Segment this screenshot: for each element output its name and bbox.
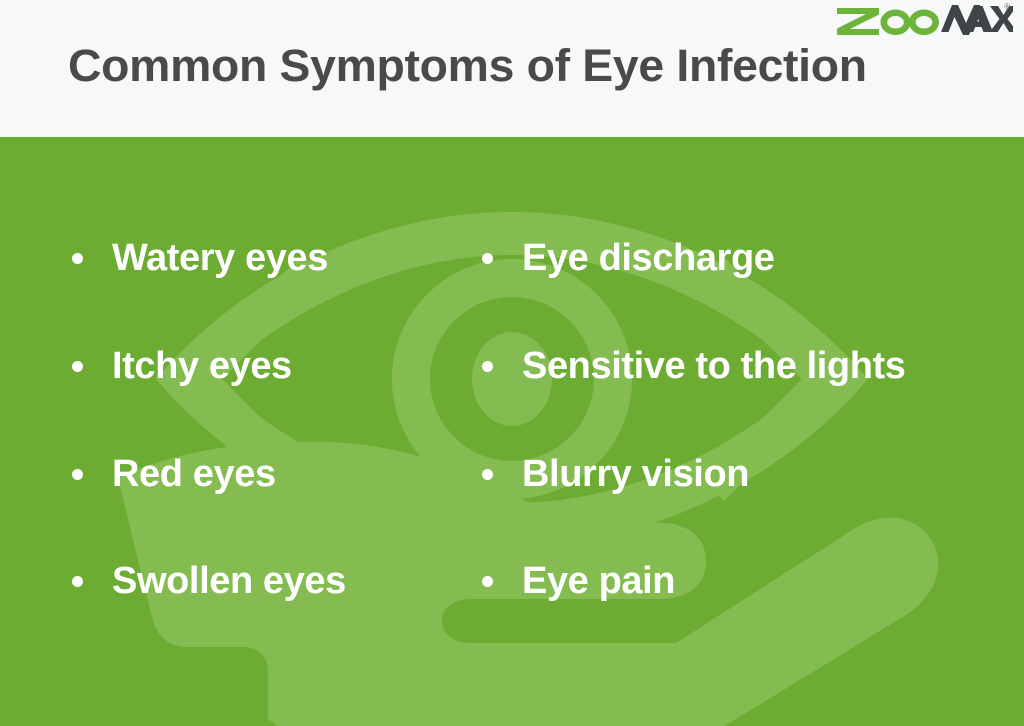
- symptom-item: Itchy eyes: [62, 340, 292, 392]
- bullet-icon: [72, 468, 83, 480]
- symptom-label: Itchy eyes: [112, 345, 292, 387]
- header-bar: ® Common Symptoms of Eye Infection: [0, 0, 1024, 137]
- symptom-label: Swollen eyes: [112, 560, 346, 602]
- symptom-item: Sensitive to the lights: [472, 340, 906, 392]
- symptom-label: Eye pain: [522, 560, 676, 602]
- symptom-label: Watery eyes: [112, 237, 328, 279]
- symptom-label: Red eyes: [112, 453, 276, 495]
- bullet-icon: [72, 575, 83, 587]
- symptom-item: Swollen eyes: [62, 555, 346, 607]
- bullet-icon: [482, 468, 493, 480]
- bullet-icon: [72, 252, 83, 264]
- symptom-label: Sensitive to the lights: [522, 345, 906, 387]
- bullet-icon: [482, 252, 493, 264]
- page-title: Common Symptoms of Eye Infection: [68, 40, 867, 91]
- symptom-list: Watery eyes Itchy eyes Red eyes Swollen …: [0, 137, 1024, 726]
- bullet-icon: [72, 360, 83, 372]
- zoomax-logo: ®: [835, 2, 1014, 35]
- symptoms-panel: Watery eyes Itchy eyes Red eyes Swollen …: [0, 137, 1024, 726]
- symptom-item: Eye discharge: [472, 232, 775, 284]
- symptom-column-left: Watery eyes Itchy eyes Red eyes Swollen …: [62, 137, 462, 726]
- symptom-item: Blurry vision: [472, 448, 749, 500]
- symptom-item: Red eyes: [62, 448, 276, 500]
- symptom-item: Eye pain: [472, 555, 675, 607]
- zoomax-logo-icon: [837, 5, 1014, 35]
- symptom-item: Watery eyes: [62, 232, 328, 284]
- symptom-label: Eye discharge: [522, 237, 775, 279]
- bullet-icon: [482, 360, 493, 372]
- registered-trademark-icon: ®: [1004, 2, 1010, 11]
- bullet-icon: [482, 575, 493, 587]
- symptom-column-right: Eye discharge Sensitive to the lights Bl…: [472, 137, 1024, 726]
- symptom-label: Blurry vision: [522, 453, 750, 495]
